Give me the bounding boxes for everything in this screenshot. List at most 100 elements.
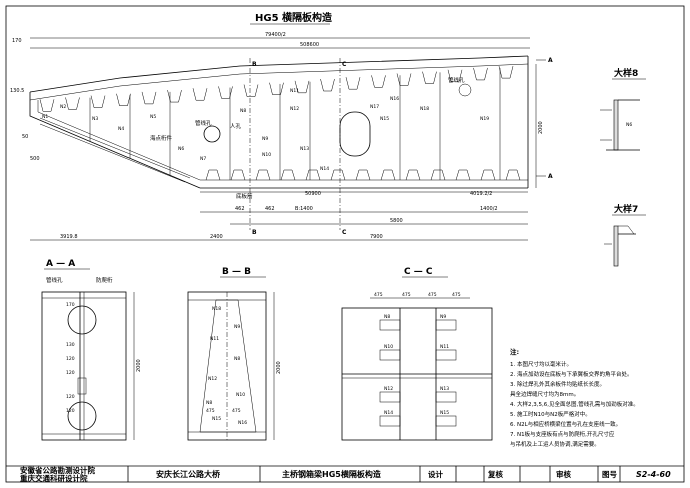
svg-text:120: 120 (66, 408, 75, 414)
top-u-rib (345, 77, 361, 90)
project-name: 安庆长江公路大桥 (156, 469, 221, 479)
notes-block: 注: 1. 本图尺寸均以毫米计。2. 海点加劲设在底板与下承翼板交界的角平台处。… (510, 347, 639, 448)
drawing-no: S2-4-60 (636, 470, 671, 479)
label-node-stiffener: 海点桁件 (150, 134, 173, 142)
label-bottom-rib: 底板筋 (236, 192, 253, 200)
svg-text:B:1400: B:1400 (295, 206, 313, 212)
note-line: 7. N1板与支座板有点与防爬桁,开孔尺寸应 (510, 430, 615, 438)
svg-text:N9: N9 (234, 324, 240, 330)
detail-7: 大样7 (604, 203, 646, 267)
svg-text:N8: N8 (206, 400, 212, 406)
service-hole-left (203, 125, 221, 143)
svg-text:130.5: 130.5 (10, 88, 24, 94)
part-label: N17 (370, 104, 379, 110)
svg-text:N11: N11 (210, 336, 219, 342)
top-u-rib (218, 86, 233, 99)
svg-text:120: 120 (66, 394, 75, 400)
svg-text:500: 500 (30, 156, 40, 162)
service-hole-right (458, 83, 472, 97)
top-u-rib (116, 93, 131, 106)
drawing-title: 主桥钢箱梁HG5横隔板构造 (282, 469, 381, 479)
part-label: N16 (390, 96, 399, 102)
title-block: 安徽省公路勘测设计院 重庆交通科研设计院 安庆长江公路大桥 主桥钢箱梁HG5横隔… (6, 465, 684, 483)
svg-text:N8: N8 (384, 314, 390, 320)
section-cc-title: C — C (404, 267, 433, 277)
svg-text:7900: 7900 (370, 234, 383, 240)
svg-text:N14: N14 (384, 410, 393, 416)
section-c-c: C — C 475 475 475 475 N8 N9 N10 N11 N12 … (341, 267, 493, 441)
svg-text:防爬桁: 防爬桁 (96, 276, 113, 284)
svg-text:N15: N15 (212, 416, 221, 422)
note-line: 4. 大样2,3,5,6,见全面总图,管线孔需与加劲板对准。 (510, 400, 639, 408)
part-label: N11 (290, 88, 299, 94)
check-label: 复核 (487, 469, 503, 479)
part-label: N1 (42, 114, 48, 120)
part-label: N4 (118, 126, 124, 132)
bottom-u-rib (305, 169, 321, 181)
svg-text:475: 475 (452, 292, 461, 298)
part-label: N10 (262, 152, 271, 158)
svg-text:C: C (342, 229, 347, 236)
notes-title: 注: (510, 347, 519, 356)
top-u-rib (498, 66, 514, 79)
svg-text:130: 130 (66, 342, 75, 348)
svg-text:170: 170 (12, 38, 22, 44)
top-u-rib (396, 73, 412, 86)
svg-text:N13: N13 (440, 386, 449, 392)
note-line: 1. 本图尺寸均以毫米计。 (510, 360, 572, 368)
svg-text:475: 475 (232, 408, 241, 414)
svg-text:N18: N18 (212, 306, 221, 312)
main-view-title: HG5 横隔板构造 (255, 11, 333, 24)
svg-text:N8: N8 (234, 356, 240, 362)
review-label: 审核 (556, 469, 571, 479)
detail-8-title: 大样8 (614, 67, 638, 79)
top-u-rib (294, 80, 310, 94)
svg-text:B: B (252, 61, 257, 68)
svg-text:50: 50 (22, 134, 28, 140)
sheet-border (5, 5, 685, 483)
svg-text:5800: 5800 (390, 218, 403, 224)
svg-text:N10: N10 (236, 392, 245, 398)
svg-text:475: 475 (374, 292, 383, 298)
dim-top-2: 508600 (300, 42, 319, 48)
top-u-rib (269, 82, 284, 95)
dim-top-1: 79400/2 (265, 32, 286, 38)
svg-text:50900: 50900 (305, 191, 321, 197)
bottom-u-rib (205, 169, 221, 181)
svg-text:管线孔: 管线孔 (46, 276, 63, 284)
top-u-rib (167, 89, 182, 103)
bottom-u-rib (505, 169, 521, 181)
svg-text:N10: N10 (384, 344, 393, 350)
top-u-rib (39, 99, 55, 112)
svg-text:A: A (548, 57, 553, 64)
svg-text:N6: N6 (626, 122, 632, 128)
section-bb-title: B — B (222, 267, 251, 277)
svg-text:N12: N12 (208, 376, 217, 382)
svg-text:462: 462 (265, 206, 275, 212)
bottom-u-rib (255, 169, 271, 181)
manhole (339, 111, 371, 157)
svg-text:2000: 2000 (136, 359, 142, 372)
bottom-u-rib (405, 169, 421, 181)
svg-text:475: 475 (402, 292, 411, 298)
svg-text:475: 475 (428, 292, 437, 298)
svg-text:2000: 2000 (276, 361, 282, 374)
top-u-rib (243, 84, 259, 97)
svg-text:170: 170 (66, 302, 75, 308)
bottom-u-rib (455, 169, 471, 181)
bottom-u-rib (480, 169, 496, 181)
company-1: 安徽省公路勘测设计院 (20, 465, 95, 475)
bottom-u-ribs (205, 169, 521, 181)
top-u-rib (447, 69, 463, 83)
top-u-rib (141, 91, 157, 105)
note-line: 与吊机及上工运人员协调,满足需要。 (510, 440, 600, 448)
bottom-u-rib (430, 169, 446, 181)
part-label: N7 (200, 156, 206, 162)
top-u-rib (192, 88, 208, 101)
note-line: 5. 施工时N10与N2板严格对中。 (510, 410, 591, 418)
part-label: N15 (380, 116, 389, 122)
note-line: 6. N2L与相应桥横梁位置与孔在支座线一致。 (510, 420, 621, 428)
top-u-rib (320, 78, 335, 92)
top-u-ribs (39, 66, 514, 112)
